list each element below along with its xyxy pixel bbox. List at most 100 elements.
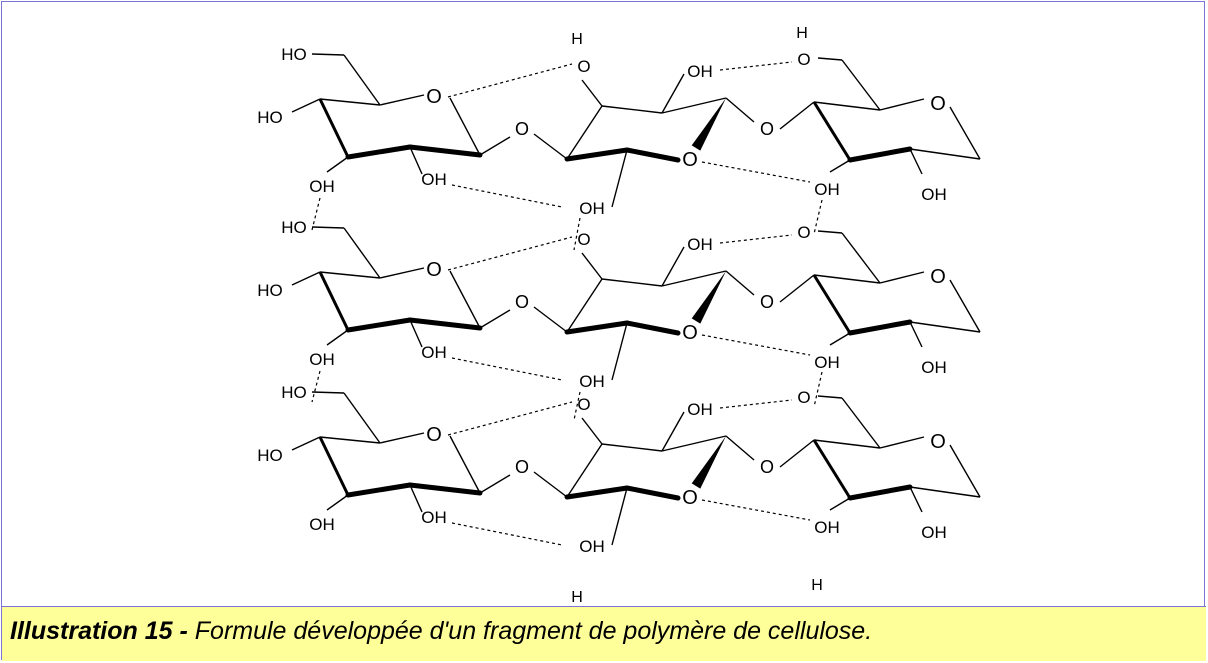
bond [409,484,423,513]
caption-label: Illustration 15 [10,617,173,645]
bond [343,227,381,279]
wedge-bond [691,436,726,489]
bond [779,439,815,468]
bond [291,436,321,451]
caption-text: Formule développée d'un fragment de poly… [194,617,873,645]
hydroxyl-label: OH [421,508,447,527]
hydrogen-bond [451,184,563,208]
bond [611,149,628,208]
hydrogen-bond [813,371,823,408]
bond [533,306,568,333]
hydroxyl-label: OH [309,515,335,534]
glycosidic-oxygen: O [515,292,529,312]
hydroxyl-label: HO [281,383,307,402]
ring-bond [661,97,727,114]
bold-bond [407,144,483,158]
hydrogen-bond [447,63,573,98]
ring-oxygen: O [682,322,698,344]
bond [841,59,881,111]
glycosidic-oxygen: O [760,292,774,312]
ring-oxygen: O [682,487,698,509]
hydroxyl-label: OH [687,235,713,254]
ring-bond [319,436,381,444]
ring-bond [319,271,381,279]
bond [343,54,381,106]
bond [479,474,511,494]
bond [343,392,381,444]
bond [909,321,923,348]
ring-bond [449,270,481,329]
ring-bond [949,279,981,333]
bond [311,391,345,394]
ring-bond [813,439,881,449]
glycosidic-oxygen: O [515,457,529,477]
hydrogen-label: H [811,577,823,594]
ring-bond [813,101,881,111]
hydroxyl-label: OH [814,518,840,537]
hydroxyl-label: OH [814,353,840,372]
ring-oxygen: O [930,431,946,453]
wedge-bond [691,271,726,324]
bold-bond [345,317,413,333]
ring-bond [449,97,481,156]
bond [909,486,923,513]
ring-bond [566,278,603,333]
bond [409,319,423,348]
ring-oxygen: O [426,424,442,446]
bond [611,487,628,546]
bond [725,270,755,296]
bold-bond [345,144,413,160]
hydroxyl-label: OH [421,170,447,189]
ring-bond [379,267,425,279]
ring-oxygen: O [930,93,946,115]
bond [817,57,843,61]
wedge-bond [691,98,726,151]
ring-bond [813,274,881,284]
hydrogen-label: H [796,25,808,42]
ring-bond [909,148,981,160]
ring-bond [812,274,852,334]
bond [611,322,628,381]
hydroxyl-label: O [797,388,810,407]
ring-bond [879,271,925,284]
bond [725,97,755,123]
hydroxyl-label: OH [579,537,605,556]
hydroxyl-label: O [577,395,590,414]
bond [817,395,843,399]
hydrogen-bond [447,401,573,436]
bond [909,148,923,175]
hydrogen-bond [573,391,581,421]
ring-bond [909,486,981,498]
glycosidic-oxygen: O [760,119,774,139]
ring-bond [812,439,852,499]
bond [479,136,511,156]
ring-bond [319,98,381,106]
bond [479,309,511,329]
bond [779,274,815,303]
ring-bond [318,271,350,331]
hydrogen-bond [311,197,321,231]
bond [581,417,603,445]
hydrogen-bond [447,236,573,271]
bold-bond [407,317,483,331]
hydroxyl-label: HO [281,218,307,237]
ring-bond [601,105,663,114]
bold-bond [624,147,681,163]
bond [817,230,843,234]
ring-oxygen: O [426,86,442,108]
bold-bond [847,319,913,336]
ring-oxygen: O [426,259,442,281]
glycosidic-oxygen: O [760,457,774,477]
ring-oxygen: O [682,149,698,171]
ring-bond [879,436,925,449]
hydroxyl-label: OH [921,185,947,204]
bond [533,133,568,160]
bold-bond [564,320,630,335]
hydroxyl-label: OH [309,177,335,196]
hydroxyl-label: HO [257,446,283,465]
hydroxyl-label: OH [921,358,947,377]
hydrogen-bond [719,234,793,244]
bond [291,98,321,113]
